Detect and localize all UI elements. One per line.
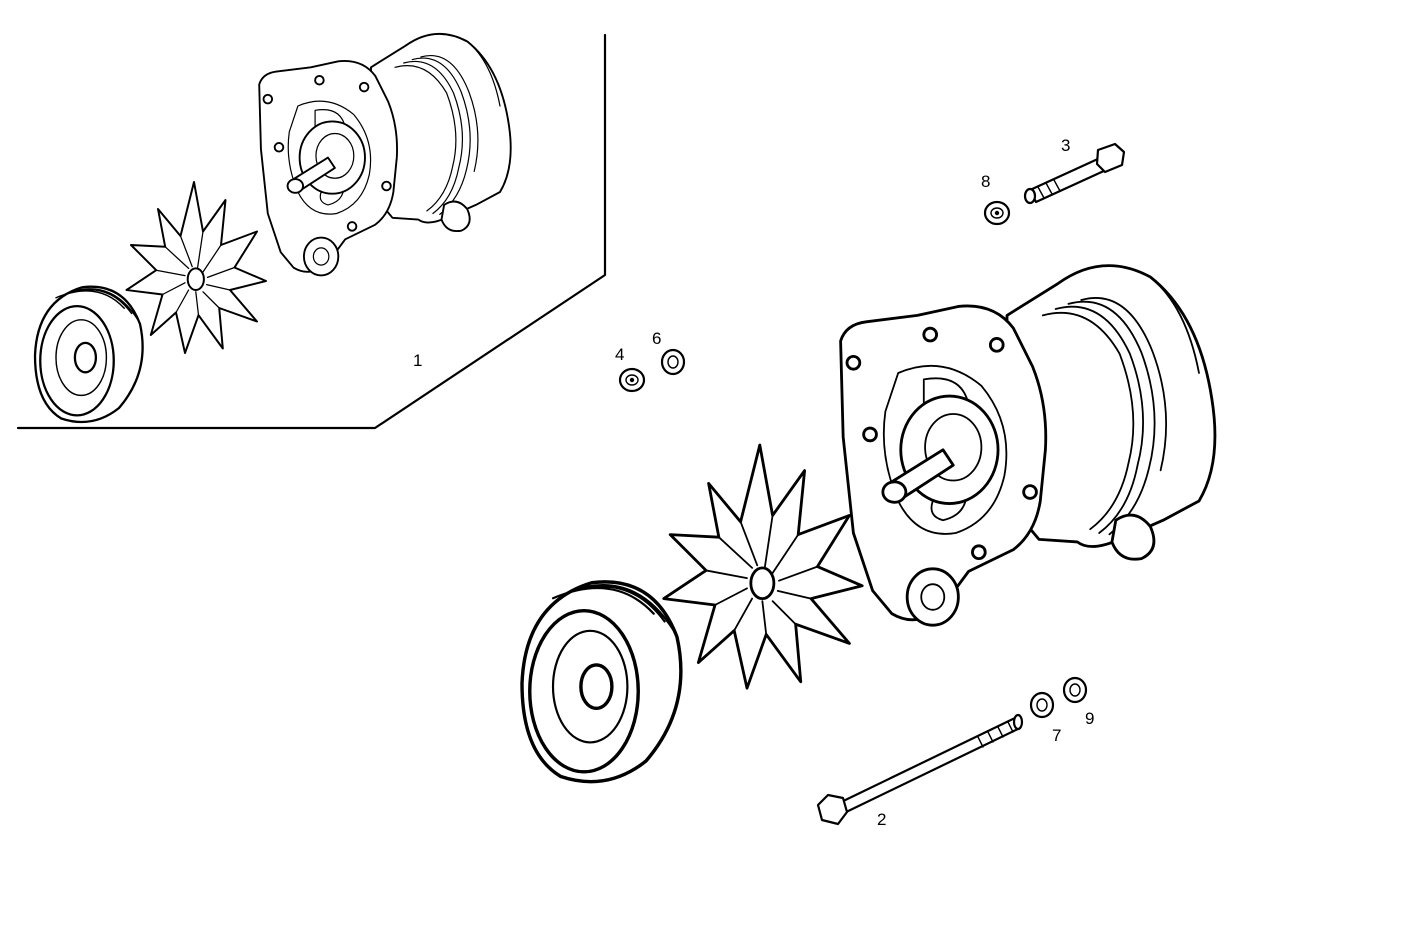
callout-1: 1 <box>413 351 422 370</box>
callout-2: 2 <box>877 810 886 829</box>
washer-9 <box>1062 676 1088 704</box>
washer-7 <box>1029 691 1055 719</box>
pulley <box>520 580 683 784</box>
callout-7: 7 <box>1052 726 1061 745</box>
alternator-body <box>839 264 1217 627</box>
callout-8: 8 <box>981 172 990 191</box>
inset-pulley <box>33 285 144 424</box>
main-alternator-assembly <box>520 264 1217 784</box>
nut-8 <box>983 200 1011 226</box>
nut-4 <box>618 367 646 393</box>
bolt-2 <box>816 713 1024 826</box>
inset-fan <box>125 181 267 354</box>
bolt-3 <box>1023 142 1126 205</box>
inset-alternator-assembly <box>33 32 512 424</box>
fan <box>662 443 864 690</box>
callout-6: 6 <box>652 329 661 348</box>
inset-alternator-body <box>258 32 512 277</box>
callout-9: 9 <box>1085 709 1094 728</box>
callout-3: 3 <box>1061 136 1070 155</box>
callout-4: 4 <box>615 345 624 364</box>
washer-6 <box>660 348 686 376</box>
inset-frame <box>16 33 607 430</box>
